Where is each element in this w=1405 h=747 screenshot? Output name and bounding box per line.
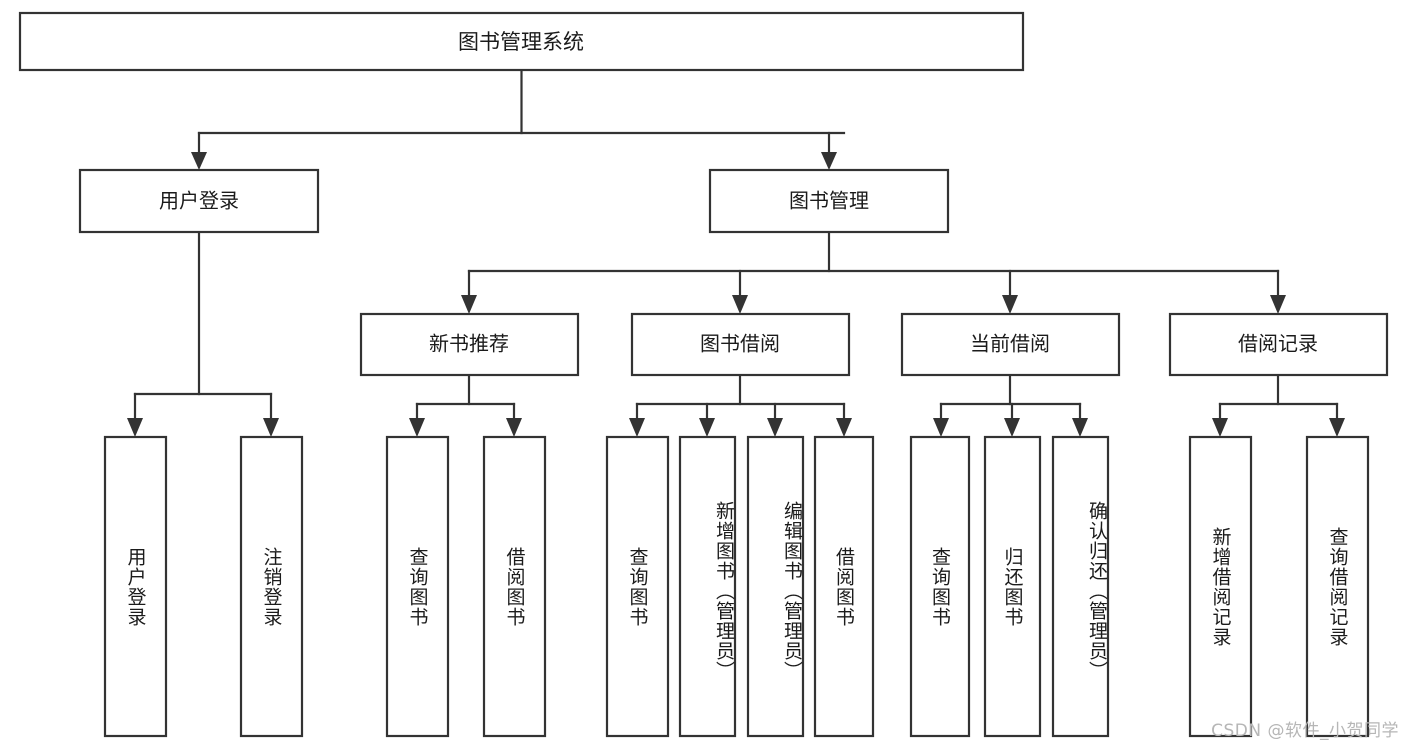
node-root-label: 图书管理系统 bbox=[458, 30, 584, 54]
leaf-box-borrow-book-nbr[interactable] bbox=[482, 435, 547, 738]
leaf-box-query-book-bb[interactable] bbox=[605, 435, 670, 738]
node-book-management-label: 图书管理 bbox=[789, 189, 869, 213]
arrowhead-bb-leaf4 bbox=[836, 418, 852, 437]
node-borrow-record-box[interactable] bbox=[1168, 312, 1389, 377]
arrowhead-nbr-leaf2 bbox=[506, 418, 522, 437]
node-new-book-recommend-label: 新书推荐 bbox=[429, 332, 509, 356]
leaf-box-edit-book-admin[interactable] bbox=[746, 435, 805, 738]
arrowhead-leaf-user-login bbox=[127, 418, 143, 437]
leaf-box-confirm-return-admin[interactable] bbox=[1051, 435, 1110, 738]
arrowhead-br-leaf2 bbox=[1329, 418, 1345, 437]
arrowhead-current-borrow bbox=[1002, 295, 1018, 314]
node-new-book-recommend[interactable]: 新书推荐 bbox=[359, 312, 580, 377]
arrowhead-cb-leaf3 bbox=[1072, 418, 1088, 437]
arrowhead-leaf-logout bbox=[263, 418, 279, 437]
leaf-box-query-book-nbr[interactable] bbox=[385, 435, 450, 738]
leaf-box-add-borrow-record[interactable] bbox=[1188, 435, 1253, 738]
node-user-login-label: 用户登录 bbox=[159, 189, 239, 213]
arrowhead-bb-leaf1 bbox=[629, 418, 645, 437]
leaf-box-logout-login[interactable] bbox=[239, 435, 304, 738]
arrowhead-cb-leaf2 bbox=[1004, 418, 1020, 437]
node-current-borrow-box[interactable] bbox=[900, 312, 1121, 377]
node-book-management-box[interactable] bbox=[708, 168, 950, 234]
node-borrow-record[interactable]: 借阅记录 bbox=[1168, 312, 1389, 377]
leaf-box-return-book[interactable] bbox=[983, 435, 1042, 738]
node-user-login[interactable]: 用户登录 bbox=[78, 168, 320, 234]
leaf-box-query-book-cb[interactable] bbox=[909, 435, 971, 738]
node-book-borrow-box[interactable] bbox=[630, 312, 851, 377]
leaf-box-add-book-admin[interactable] bbox=[678, 435, 737, 738]
node-user-login-box[interactable] bbox=[78, 168, 320, 234]
node-book-borrow[interactable]: 图书借阅 bbox=[630, 312, 851, 377]
arrowhead-borrow-record bbox=[1270, 295, 1286, 314]
node-new-book-recommend-box[interactable] bbox=[359, 312, 580, 377]
node-root-system[interactable]: 图书管理系统 bbox=[18, 11, 1025, 72]
node-current-borrow[interactable]: 当前借阅 bbox=[900, 312, 1121, 377]
leaf-box-layer bbox=[103, 435, 1370, 738]
connector-layer bbox=[127, 68, 1345, 437]
leaf-box-user-login[interactable] bbox=[103, 435, 168, 738]
node-borrow-record-label: 借阅记录 bbox=[1238, 332, 1318, 356]
arrowhead-nbr-leaf1 bbox=[409, 418, 425, 437]
node-current-borrow-label: 当前借阅 bbox=[970, 332, 1050, 356]
node-book-management[interactable]: 图书管理 bbox=[708, 168, 950, 234]
arrowhead-br-leaf1 bbox=[1212, 418, 1228, 437]
arrowhead-to-user-login bbox=[191, 152, 207, 170]
arrowhead-cb-leaf1 bbox=[933, 418, 949, 437]
arrowhead-to-book-mgmt bbox=[821, 152, 837, 170]
arrowhead-book-borrow bbox=[732, 295, 748, 314]
arrowhead-bb-leaf2 bbox=[699, 418, 715, 437]
arrowhead-bb-leaf3 bbox=[767, 418, 783, 437]
node-book-borrow-label: 图书借阅 bbox=[700, 332, 780, 356]
node-root-box[interactable] bbox=[18, 11, 1025, 72]
leaf-box-borrow-book-bb[interactable] bbox=[813, 435, 875, 738]
leaf-box-query-borrow-record[interactable] bbox=[1305, 435, 1370, 738]
arrowhead-new-book-rec bbox=[461, 295, 477, 314]
watermark-text: CSDN @软件_小贺同学 bbox=[1211, 721, 1399, 741]
